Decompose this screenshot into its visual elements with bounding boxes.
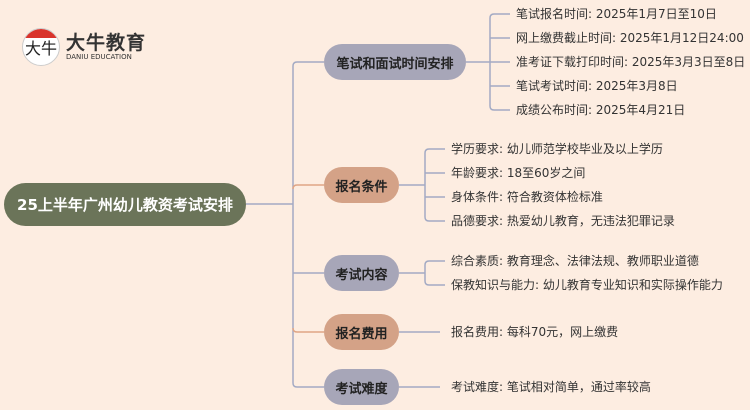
leaf-item[interactable]: 网上缴费截止时间: 2025年1月12日24:00 <box>516 31 744 45</box>
branch-requirements[interactable]: 报名条件 <box>324 167 399 203</box>
logo-mark-icon: 大牛 <box>22 28 60 66</box>
leaf-item[interactable]: 品德要求: 热爱幼儿教育，无违法犯罪记录 <box>451 214 675 228</box>
logo-subtitle: DANIU EDUCATION <box>66 52 132 61</box>
leaf-item[interactable]: 成绩公布时间: 2025年4月21日 <box>516 103 686 117</box>
leaf-item[interactable]: 保教知识与能力: 幼儿教育专业知识和实际操作能力 <box>451 278 723 292</box>
branch-schedule[interactable]: 笔试和面试时间安排 <box>324 44 466 80</box>
leaf-item[interactable]: 准考证下载打印时间: 2025年3月3日至8日 <box>516 55 746 69</box>
logo-name: 大牛教育 <box>66 31 147 54</box>
branch-content[interactable]: 考试内容 <box>324 255 399 291</box>
leaf-item[interactable]: 年龄要求: 18至60岁之间 <box>451 166 586 180</box>
logo: 大牛 大牛教育 DANIU EDUCATION <box>22 28 146 66</box>
leaf-item[interactable]: 笔试考试时间: 2025年3月8日 <box>516 79 678 93</box>
leaf-item[interactable]: 综合素质: 教育理念、法律法规、教师职业道德 <box>451 254 699 268</box>
root-topic[interactable]: 25上半年广州幼儿教资考试安排 <box>4 183 246 226</box>
branch-difficulty[interactable]: 考试难度 <box>324 369 399 405</box>
leaf-item[interactable]: 考试难度: 笔试相对简单，通过率较高 <box>451 380 651 394</box>
leaf-item[interactable]: 报名费用: 每科70元，网上缴费 <box>451 325 619 339</box>
leaf-item[interactable]: 身体条件: 符合教资体检标准 <box>451 190 603 204</box>
leaf-item[interactable]: 学历要求: 幼儿师范学校毕业及以上学历 <box>451 142 663 156</box>
leaf-item[interactable]: 笔试报名时间: 2025年1月7日至10日 <box>516 7 717 21</box>
branch-fee[interactable]: 报名费用 <box>324 314 399 350</box>
